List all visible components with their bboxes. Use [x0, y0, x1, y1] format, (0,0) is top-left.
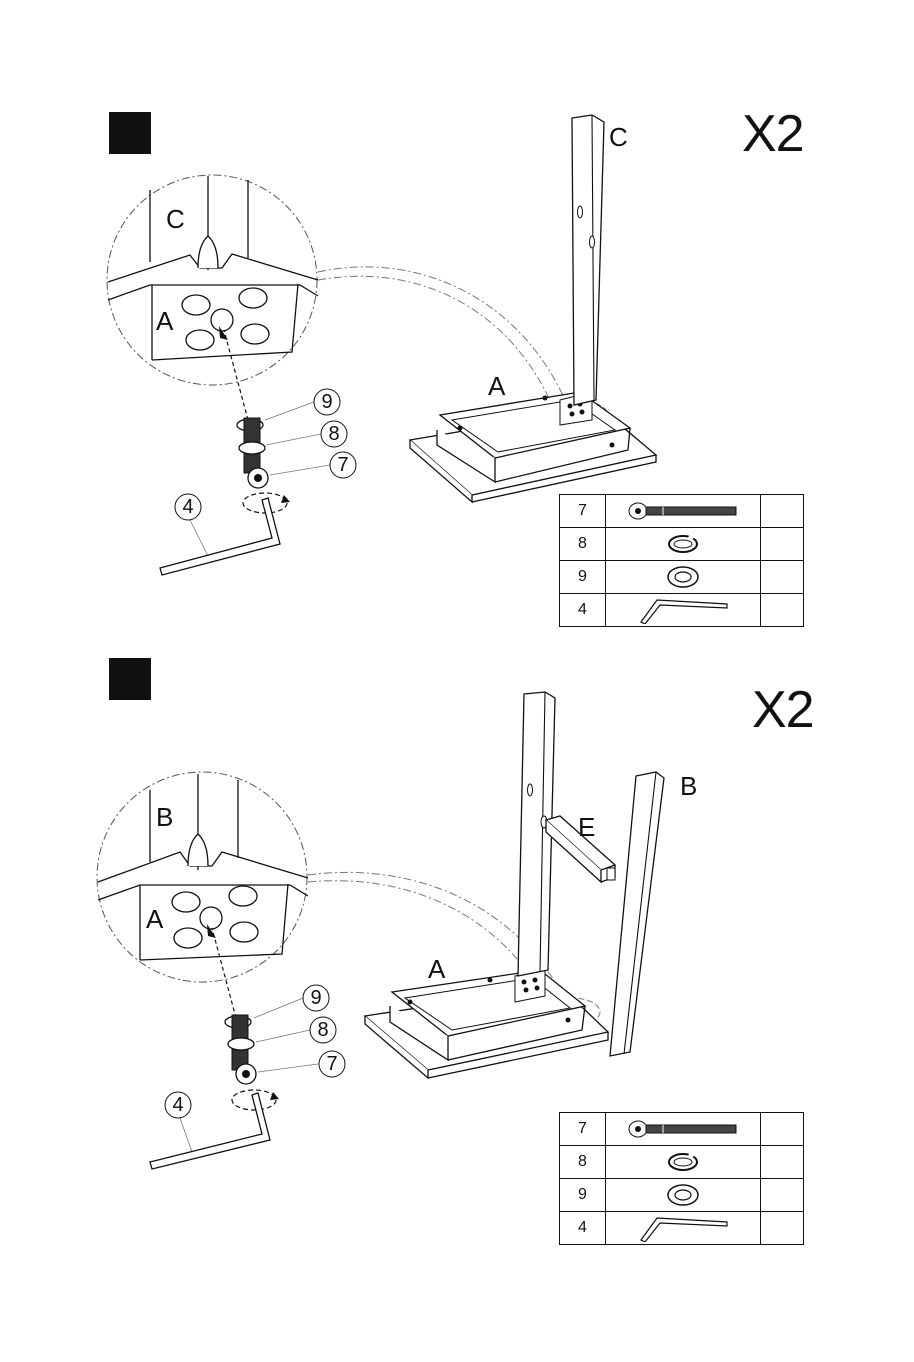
detail-label-lower: A: [146, 904, 164, 934]
callout-4: 4: [165, 1092, 192, 1152]
part-number: 9: [560, 1179, 606, 1212]
parts-row: 8: [560, 1146, 804, 1179]
part-qty: [761, 1113, 804, 1146]
parts-table: 7 8 9 4: [559, 1112, 804, 1245]
flat-washer-icon: [606, 561, 761, 594]
parts-row: 4: [560, 1212, 804, 1245]
callout-7: 7: [270, 452, 356, 478]
part-label-frame: A: [428, 954, 446, 984]
parts-row: 7: [560, 1113, 804, 1146]
detail-label-lower: A: [156, 306, 174, 336]
part-qty: [761, 495, 804, 528]
callout-9: 9: [265, 389, 340, 420]
part-qty: [761, 1179, 804, 1212]
parts-row: 7: [560, 495, 804, 528]
part-number: 7: [560, 495, 606, 528]
allen-key-icon: [606, 594, 761, 627]
flat-washer-icon: [606, 1179, 761, 1212]
part-label-leg: B: [680, 771, 697, 801]
callout-9: 9: [254, 985, 329, 1018]
part-label-leg: C: [609, 122, 628, 152]
part-qty: [761, 1212, 804, 1245]
part-number: 9: [560, 561, 606, 594]
callout-8-number: 8: [317, 1019, 328, 1041]
part-label-rail: E: [578, 812, 595, 842]
part-qty: [761, 1146, 804, 1179]
callout-4-number: 4: [182, 496, 193, 518]
frame-with-leg: C A: [410, 115, 656, 502]
part-label-frame: A: [488, 371, 506, 401]
callout-7-number: 7: [337, 454, 348, 476]
parts-row: 8: [560, 528, 804, 561]
part-number: 4: [560, 1212, 606, 1245]
part-qty: [761, 594, 804, 627]
bolt-assembly: [237, 418, 268, 488]
bolt-icon: [606, 495, 761, 528]
detail-label-upper: C: [166, 204, 185, 234]
allen-key-icon: [606, 1212, 761, 1245]
frame-with-legs: B A E: [365, 692, 697, 1078]
spring-washer-icon: [606, 1146, 761, 1179]
callout-8-number: 8: [328, 423, 339, 445]
parts-row: 9: [560, 561, 804, 594]
bolt-icon: [606, 1113, 761, 1146]
callout-8: 8: [256, 1017, 336, 1043]
part-number: 8: [560, 1146, 606, 1179]
parts-row: 4: [560, 594, 804, 627]
callout-7: 7: [258, 1051, 345, 1077]
part-qty: [761, 528, 804, 561]
insertion-arrow: [207, 924, 236, 1018]
part-number: 8: [560, 528, 606, 561]
part-number: 7: [560, 1113, 606, 1146]
spring-washer-icon: [606, 528, 761, 561]
assembly-step-1: X2 C A: [0, 0, 914, 640]
bolt-assembly: [225, 1015, 256, 1084]
callout-8: 8: [266, 421, 347, 447]
callout-9-number: 9: [310, 987, 321, 1009]
callout-9-number: 9: [321, 391, 332, 413]
callout-4: 4: [175, 494, 210, 560]
parts-table: 7 8 9 4: [559, 494, 804, 627]
detail-label-upper: B: [156, 802, 173, 832]
callout-7-number: 7: [326, 1053, 337, 1075]
parts-row: 9: [560, 1179, 804, 1212]
callout-4-number: 4: [172, 1094, 183, 1116]
detail-magnifier: C A: [107, 175, 608, 429]
assembly-step-2: X2 B A: [0, 640, 914, 1260]
part-qty: [761, 561, 804, 594]
part-number: 4: [560, 594, 606, 627]
